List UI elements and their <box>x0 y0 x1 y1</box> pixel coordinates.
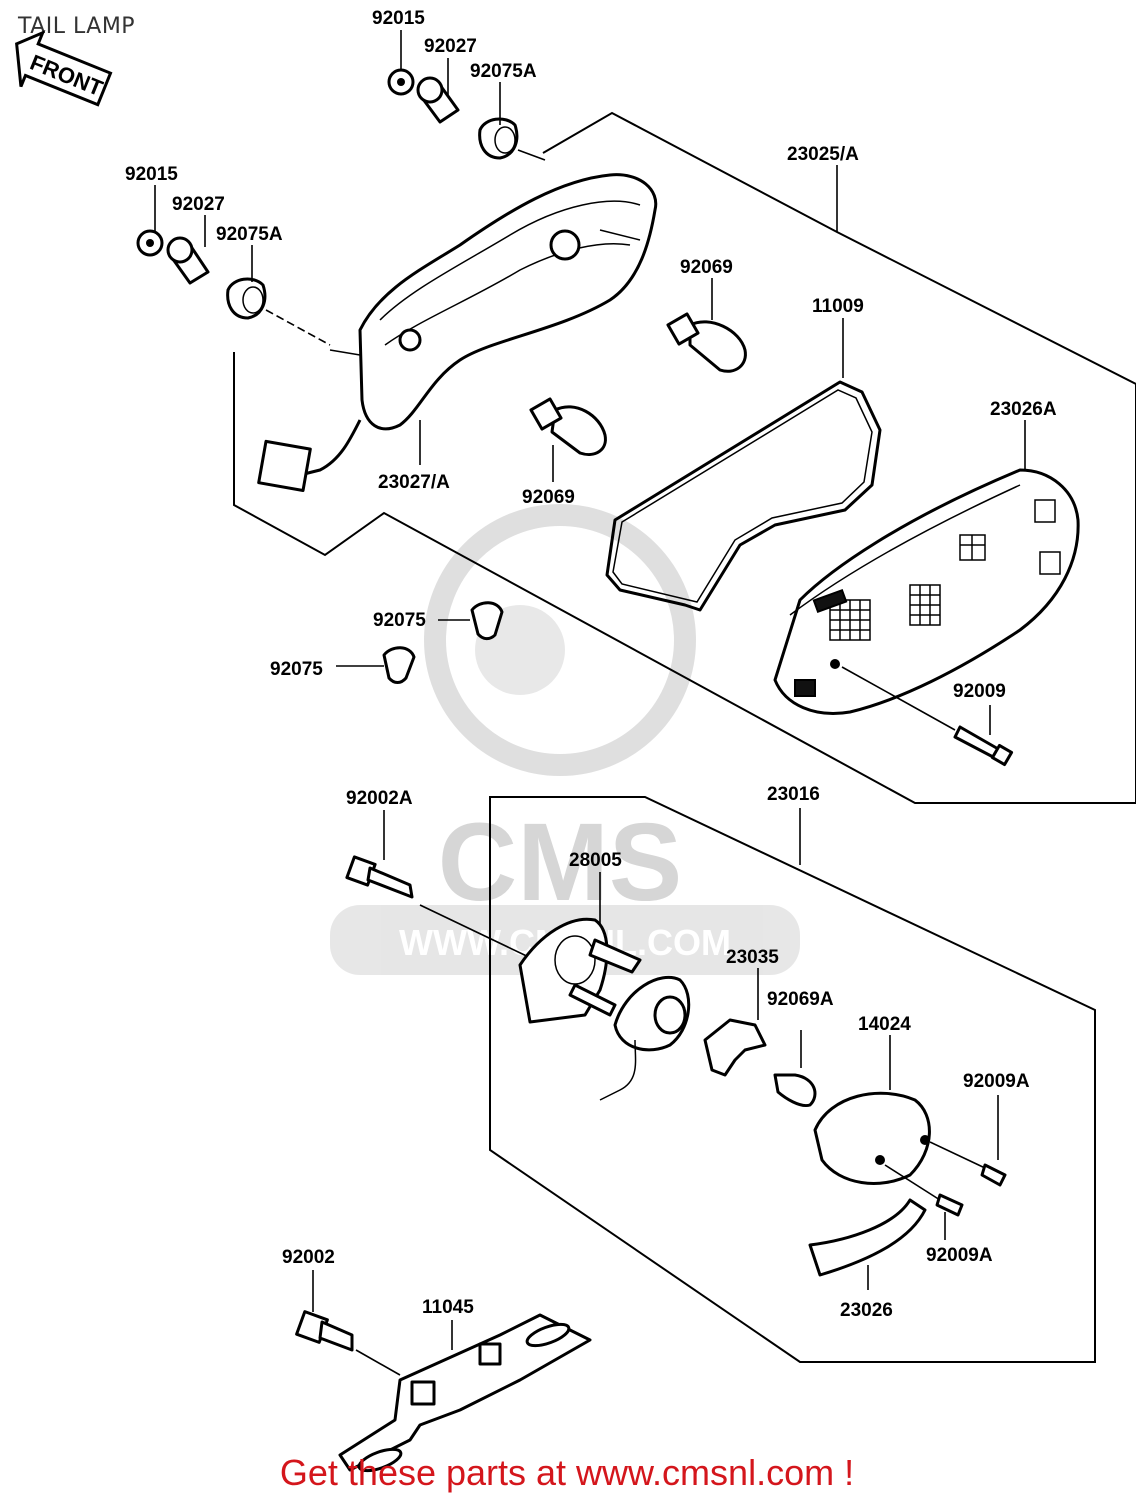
label-92069-upper: 92069 <box>680 257 733 278</box>
label-92002: 92002 <box>282 1247 335 1268</box>
nut-92015-a <box>387 68 415 96</box>
label-23027: 23027/A <box>378 472 450 493</box>
label-92009: 92009 <box>953 681 1006 702</box>
damper-92075-upper <box>470 601 504 641</box>
footer-link[interactable]: Get these parts at www.cmsnl.com ! <box>0 1452 1136 1494</box>
label-28005: 28005 <box>569 850 622 871</box>
socket <box>599 975 691 1101</box>
watermark: CMS WWW.CMSNL.COM <box>330 504 800 975</box>
label-92075-lower: 92075 <box>270 659 323 680</box>
bracket-23035 <box>703 1018 767 1077</box>
front-arrow-icon: FRONT <box>15 30 113 107</box>
cover-23026 <box>808 1198 927 1290</box>
grommet-92075A-a <box>478 117 519 160</box>
bulb-92069-upper <box>666 312 747 373</box>
gasket-11009 <box>605 380 882 612</box>
screw-92009A-upper <box>929 1095 1007 1187</box>
label-92015-lower: 92015 <box>125 164 178 185</box>
screw-92002A <box>345 855 536 961</box>
label-23025: 23025/A <box>787 144 859 165</box>
label-92009A-lower: 92009A <box>926 1245 993 1266</box>
lamp-housing-23027 <box>257 173 658 493</box>
label-23026A: 23026A <box>990 399 1057 420</box>
nut-92015-b <box>136 229 164 257</box>
footer-link-text[interactable]: Get these parts at www.cmsnl.com ! <box>279 1452 855 1493</box>
label-92027-upper: 92027 <box>424 36 477 57</box>
screw-92009A-lower <box>884 1164 964 1240</box>
grommet-92075A-b <box>226 277 267 320</box>
base-28005 <box>518 917 642 1024</box>
callout-labels: 92015 92027 92075A 92015 92027 92075A 23… <box>125 8 1057 1321</box>
collar-92027-a <box>416 76 460 124</box>
label-92075A-lower: 92075A <box>216 224 283 245</box>
label-23016: 23016 <box>767 784 820 805</box>
label-11045: 11045 <box>422 1297 474 1318</box>
label-92015-upper: 92015 <box>372 8 425 29</box>
bolt-92002 <box>295 1270 401 1376</box>
watermark-logo: CMS <box>438 801 682 924</box>
label-92002A: 92002A <box>346 788 413 809</box>
damper-92075-lower <box>382 646 416 684</box>
label-11009: 11009 <box>812 296 864 317</box>
screw-92009 <box>841 666 1014 767</box>
label-92075A-upper: 92075A <box>470 61 537 82</box>
label-23026: 23026 <box>840 1300 893 1321</box>
label-92075-upper: 92075 <box>373 610 426 631</box>
bulb-92069A <box>773 1030 817 1108</box>
leader-lines <box>154 30 1026 1090</box>
label-23035: 23035 <box>726 947 779 968</box>
label-14024: 14024 <box>858 1014 911 1035</box>
bracket-11045 <box>338 1313 592 1473</box>
assembly-outline-23025 <box>233 111 1136 804</box>
assembly-outline-23016 <box>489 796 1096 1363</box>
collar-92027-b <box>166 236 210 285</box>
bulb-92069-lower <box>529 397 607 456</box>
lens-14024 <box>813 1091 931 1185</box>
label-92069A: 92069A <box>767 989 834 1010</box>
label-92027-lower: 92027 <box>172 194 225 215</box>
lens-23026A <box>773 468 1080 715</box>
label-92069-lower: 92069 <box>522 487 575 508</box>
label-92009A-upper: 92009A <box>963 1071 1030 1092</box>
